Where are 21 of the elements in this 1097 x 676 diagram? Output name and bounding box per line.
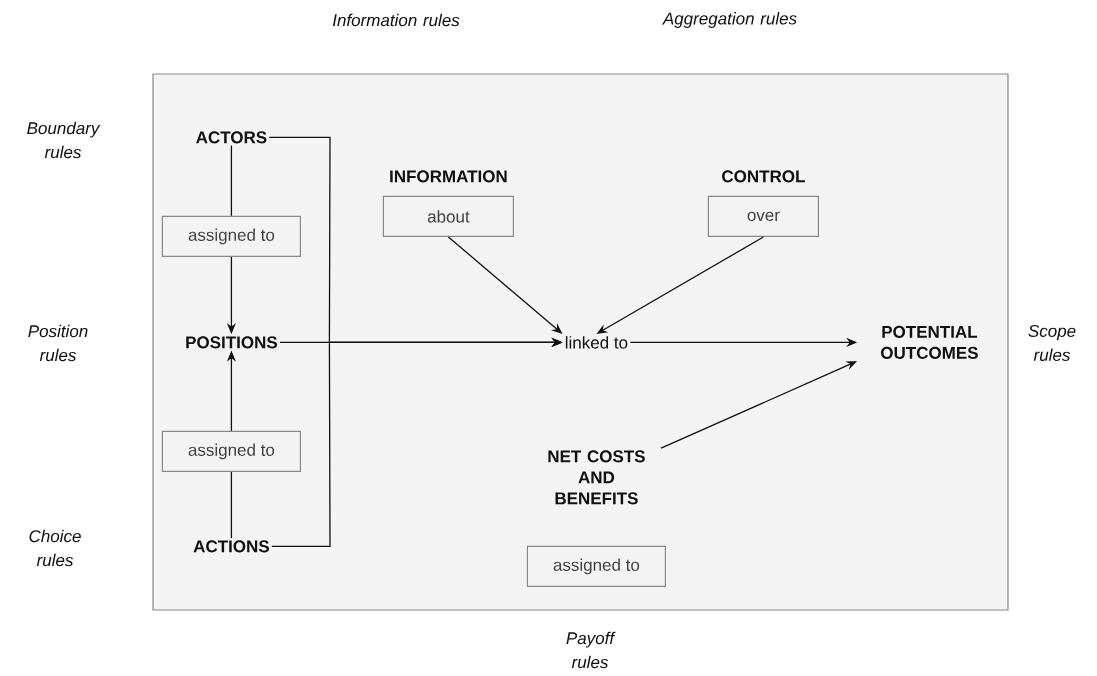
- rule-label: Scope rules: [1028, 324, 1076, 361]
- rule-label: Payoff rules: [566, 631, 616, 669]
- rule-label: Boundary rules: [27, 121, 101, 159]
- panel: [152, 73, 1009, 611]
- relation-box: about: [382, 195, 514, 237]
- relation-box: over: [707, 195, 819, 237]
- node-label: linked to: [565, 336, 628, 349]
- rule-label: Choice rules: [29, 529, 81, 567]
- node-label: NET COSTS AND BENEFITS: [548, 450, 645, 505]
- rule-label: Aggregation rules: [662, 12, 797, 28]
- relation-box: assigned to: [161, 215, 301, 257]
- relation-box: assigned to: [161, 430, 301, 472]
- node-label: ACTIONS: [193, 540, 269, 553]
- node-label: POTENTIAL OUTCOMES: [881, 325, 978, 359]
- node-label: POSITIONS: [186, 336, 278, 349]
- node-heading: CONTROL: [722, 170, 805, 183]
- node-heading: INFORMATION: [390, 170, 507, 183]
- relation-box: assigned to: [526, 545, 666, 587]
- rule-label: Position rules: [28, 324, 88, 362]
- rule-label: Information rules: [332, 13, 460, 27]
- node-label: ACTORS: [196, 131, 267, 144]
